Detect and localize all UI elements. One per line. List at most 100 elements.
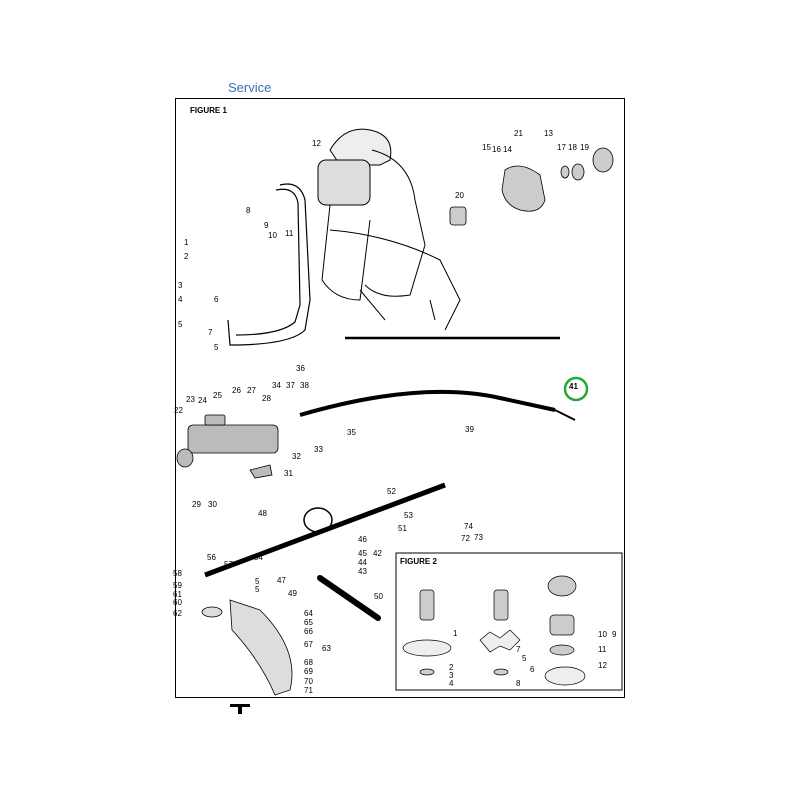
part-label: 9 bbox=[264, 221, 269, 230]
figure-2-title: FIGURE 2 bbox=[400, 557, 437, 566]
part-label: 11 bbox=[598, 645, 607, 654]
part-label: 10 bbox=[598, 630, 607, 639]
trimmer-guard bbox=[201, 599, 293, 696]
part-label: 68 bbox=[304, 658, 313, 667]
drive-shaft bbox=[204, 482, 446, 621]
part-label: 18 bbox=[568, 143, 577, 152]
part-label: 2 bbox=[449, 663, 454, 672]
part-label: 69 bbox=[304, 667, 313, 676]
part-label: 57 bbox=[224, 560, 233, 569]
part-labels-fig1: 1 2 3 4 5 5 6 7 8 9 10 11 12 13 14 15 16… bbox=[173, 129, 589, 695]
part-label: 74 bbox=[464, 522, 473, 531]
part-label: 12 bbox=[312, 139, 321, 148]
part-label: 5 bbox=[255, 577, 260, 586]
part-label: 30 bbox=[208, 500, 217, 509]
part-label: 71 bbox=[304, 686, 313, 695]
part-label: 26 bbox=[232, 386, 241, 395]
part-label: 45 bbox=[358, 549, 367, 558]
part-label: 72 bbox=[461, 534, 470, 543]
part-label: 52 bbox=[387, 487, 396, 496]
part-label: 23 bbox=[186, 395, 195, 404]
part-label: 44 bbox=[358, 558, 367, 567]
part-label: 61 bbox=[173, 590, 182, 599]
part-label: 19 bbox=[580, 143, 589, 152]
part-label: 7 bbox=[516, 645, 521, 654]
throttle-housing bbox=[176, 414, 279, 479]
part-label: 48 bbox=[258, 509, 267, 518]
part-labels-fig2: 1 2 3 4 5 6 7 8 9 10 11 12 bbox=[449, 629, 617, 688]
backpack-harness bbox=[317, 128, 461, 331]
highlight-ring-41 bbox=[563, 376, 589, 402]
part-label: 28 bbox=[262, 394, 271, 403]
part-label: 67 bbox=[304, 640, 313, 649]
part-label: 24 bbox=[198, 396, 207, 405]
manufacturer-logo bbox=[230, 704, 250, 714]
part-label: 73 bbox=[474, 533, 483, 542]
part-label: 3 bbox=[449, 671, 454, 680]
part-label: 50 bbox=[374, 592, 383, 601]
part-label: 15 bbox=[482, 143, 491, 152]
part-label: 7 bbox=[208, 328, 213, 337]
part-label: 11 bbox=[285, 229, 294, 238]
part-label: 42 bbox=[373, 549, 382, 558]
engine-cover-assembly bbox=[449, 147, 614, 226]
part-label: 35 bbox=[347, 428, 356, 437]
part-label: 21 bbox=[514, 129, 523, 138]
part-label: 22 bbox=[174, 406, 183, 415]
part-label: 47 bbox=[277, 576, 286, 585]
part-label: 16 bbox=[492, 145, 501, 154]
part-label: 1 bbox=[184, 238, 189, 247]
diagram-frame bbox=[175, 98, 625, 698]
part-label: 33 bbox=[314, 445, 323, 454]
part-label: 17 bbox=[557, 143, 566, 152]
part-label: 6 bbox=[530, 665, 535, 674]
flex-drive-cable bbox=[299, 336, 576, 421]
part-label: 25 bbox=[213, 391, 222, 400]
part-label: 27 bbox=[247, 386, 256, 395]
part-label: 8 bbox=[246, 206, 251, 215]
part-label: 56 bbox=[207, 553, 216, 562]
part-label: 41 bbox=[569, 382, 578, 391]
part-label: 36 bbox=[296, 364, 305, 373]
part-label: 5 bbox=[178, 320, 183, 329]
part-label: 3 bbox=[178, 281, 183, 290]
part-label: 4 bbox=[449, 679, 454, 688]
part-label: 62 bbox=[173, 609, 182, 618]
part-label: 49 bbox=[288, 589, 297, 598]
service-header: Service bbox=[228, 80, 272, 95]
part-label: 64 bbox=[304, 609, 313, 618]
figure-2-parts bbox=[402, 575, 586, 686]
part-label: 53 bbox=[404, 511, 413, 520]
part-label: 9 bbox=[612, 630, 617, 639]
part-label: 70 bbox=[304, 677, 313, 686]
part-label: 14 bbox=[503, 145, 512, 154]
part-label: 32 bbox=[292, 452, 301, 461]
part-label: 5 bbox=[214, 343, 219, 352]
figure-2-box bbox=[395, 552, 623, 691]
part-label: 5 bbox=[255, 585, 260, 594]
part-label: 38 bbox=[300, 381, 309, 390]
part-label: 39 bbox=[465, 425, 474, 434]
part-label: 2 bbox=[184, 252, 189, 261]
part-label: 37 bbox=[286, 381, 295, 390]
part-label: 5 bbox=[522, 654, 527, 663]
part-label: 20 bbox=[455, 191, 464, 200]
part-label: 58 bbox=[173, 569, 182, 578]
part-label: 1 bbox=[453, 629, 458, 638]
part-label: 54 bbox=[254, 553, 263, 562]
part-label: 63 bbox=[322, 644, 331, 653]
part-label: 4 bbox=[178, 295, 183, 304]
part-label: 12 bbox=[598, 661, 607, 670]
part-label: 10 bbox=[268, 231, 277, 240]
part-label: 43 bbox=[358, 567, 367, 576]
part-label: 31 bbox=[284, 469, 293, 478]
back-frame bbox=[227, 183, 311, 346]
part-label: 65 bbox=[304, 618, 313, 627]
part-label: 59 bbox=[173, 581, 182, 590]
part-label: 29 bbox=[192, 500, 201, 509]
part-label: 51 bbox=[398, 524, 407, 533]
part-label: 60 bbox=[173, 598, 182, 607]
part-label: 46 bbox=[358, 535, 367, 544]
part-label: 13 bbox=[544, 129, 553, 138]
